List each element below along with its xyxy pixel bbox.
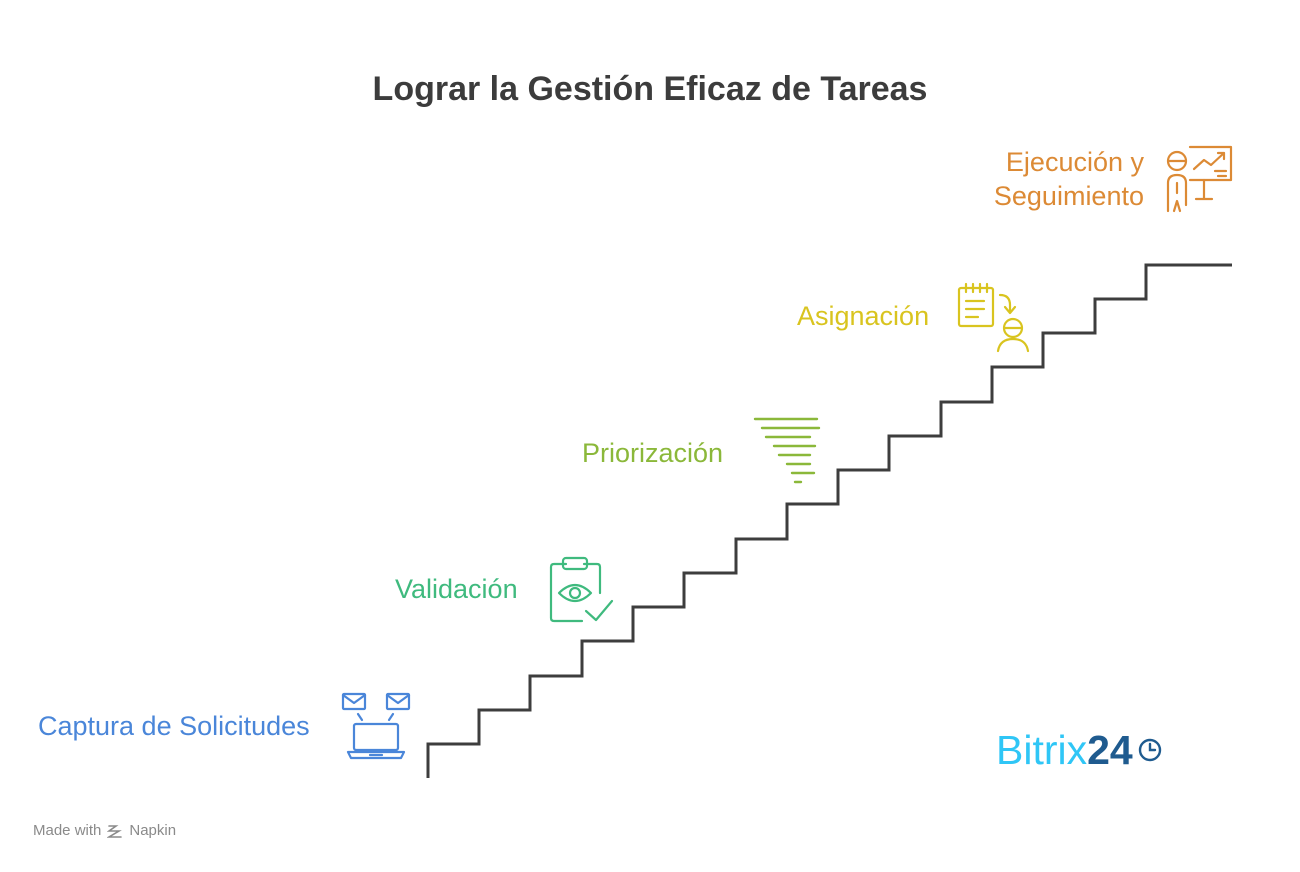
napkin-logo-icon [107,824,123,838]
step-label-validacion: Validación [395,574,518,604]
clipboard-eye-check-icon [549,556,614,623]
napkin-text: Napkin [129,822,177,839]
step-label-ejecucion-line1: Ejecución y [1005,147,1144,177]
laptop-email-icon [341,692,411,760]
made-with-napkin: Made with Napkin [33,822,176,839]
step-label-ejecucion-line2: Seguimiento [993,181,1144,211]
step-label-ejecucion: Ejecución y Seguimiento [962,145,1144,213]
step-label-asignacion: Asignación [797,301,930,331]
funnel-lines-icon [753,417,821,484]
brand-name-part2: 24 [1087,727,1133,773]
page-title: Lograr la Gestión Eficaz de Tareas [372,70,928,108]
clock-icon [1138,738,1161,762]
staircase-line [426,263,1232,778]
task-assign-person-icon [957,282,1030,353]
presenter-chart-icon [1166,145,1233,213]
brand-name-part1: Bitrix [996,727,1088,773]
made-with-text: Made with [33,822,102,839]
step-label-priorizacion: Priorización [582,438,724,468]
step-label-captura: Captura de Solicitudes [38,711,310,741]
